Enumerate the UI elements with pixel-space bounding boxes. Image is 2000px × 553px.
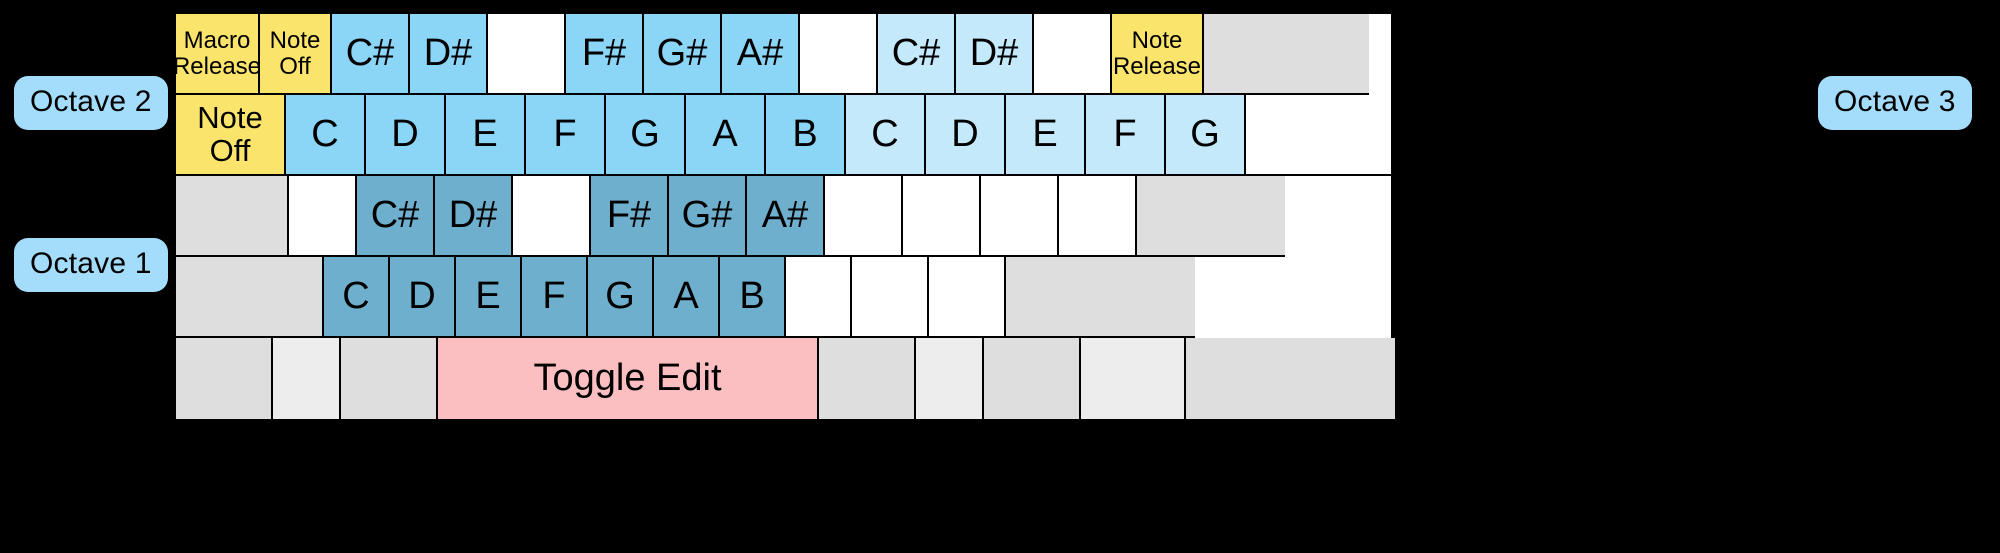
key-octave2-naturals-row-f-11[interactable]: F	[1086, 95, 1166, 176]
key-octave2-sharps-row-blank-11[interactable]	[1034, 14, 1112, 95]
key-octave2-sharps-row-d-sharp-3[interactable]: D#	[410, 14, 488, 95]
key-octave1-naturals-row-blank-9[interactable]	[852, 257, 929, 338]
key-octave1-sharps-row-blank-11[interactable]	[1059, 176, 1137, 257]
key-bottom-row-blank-2	[341, 338, 438, 419]
key-octave2-sharps-row-g-sharp-6[interactable]: G#	[644, 14, 722, 95]
key-bottom-row-toggle-edit-3[interactable]: Toggle Edit	[438, 338, 819, 419]
key-bottom-row-blank-7	[1081, 338, 1186, 419]
key-bottom-row-blank-4	[819, 338, 916, 419]
key-octave1-naturals-row-blank-11	[1006, 257, 1195, 338]
key-octave2-naturals-row-c-1[interactable]: C	[286, 95, 366, 176]
key-octave2-naturals-row-g-12[interactable]: G	[1166, 95, 1246, 176]
key-octave1-naturals-row-c-1[interactable]: C	[324, 257, 390, 338]
key-bottom-row-blank-1	[273, 338, 341, 419]
key-octave1-naturals-row-b-7[interactable]: B	[720, 257, 786, 338]
key-octave1-naturals-row-d-2[interactable]: D	[390, 257, 456, 338]
key-bottom-row-blank-6	[984, 338, 1081, 419]
key-octave1-sharps-row-blank-4[interactable]	[513, 176, 591, 257]
key-octave1-sharps-row-f-sharp-5[interactable]: F#	[591, 176, 669, 257]
key-octave2-sharps-row-c-sharp-2[interactable]: C#	[332, 14, 410, 95]
key-octave2-naturals-row-e-3[interactable]: E	[446, 95, 526, 176]
key-octave1-sharps-row-a-sharp-7[interactable]: A#	[747, 176, 825, 257]
octave-3-label: Octave 3	[1818, 76, 1972, 130]
key-octave2-naturals-row-a-6[interactable]: A	[686, 95, 766, 176]
key-octave1-sharps-row-blank-10[interactable]	[981, 176, 1059, 257]
key-octave2-naturals-row-blank-13[interactable]	[1246, 95, 1391, 176]
key-bottom-row-blank-0	[176, 338, 273, 419]
key-octave2-naturals-row-f-4[interactable]: F	[526, 95, 606, 176]
key-octave2-naturals-row-c-8[interactable]: C	[846, 95, 926, 176]
key-octave1-sharps-row-d-sharp-3[interactable]: D#	[435, 176, 513, 257]
key-octave2-naturals-row-g-5[interactable]: G	[606, 95, 686, 176]
key-octave1-sharps-row-blank-0	[176, 176, 289, 257]
key-octave1-sharps-row-g-sharp-6[interactable]: G#	[669, 176, 747, 257]
key-octave1-naturals-row-blank-0	[176, 257, 324, 338]
key-octave2-sharps-row-c-sharp-9[interactable]: C#	[878, 14, 956, 95]
octave-2-label: Octave 2	[14, 76, 168, 130]
key-octave1-naturals-row-blank-8[interactable]	[786, 257, 852, 338]
key-octave1-naturals-row-a-6[interactable]: A	[654, 257, 720, 338]
key-octave1-naturals-row-f-4[interactable]: F	[522, 257, 588, 338]
key-octave1-sharps-row-blank-1[interactable]	[289, 176, 357, 257]
key-octave1-sharps-row-blank-12	[1137, 176, 1285, 257]
key-octave1-naturals-row-blank-10[interactable]	[929, 257, 1006, 338]
key-octave1-naturals-row-g-5[interactable]: G	[588, 257, 654, 338]
key-octave2-naturals-row-b-7[interactable]: B	[766, 95, 846, 176]
octave-1-label: Octave 1	[14, 238, 168, 292]
key-octave2-naturals-row-d-2[interactable]: D	[366, 95, 446, 176]
key-octave2-sharps-row-blank-8[interactable]	[800, 14, 878, 95]
key-octave1-sharps-row-blank-8[interactable]	[825, 176, 903, 257]
bottom-row: Toggle Edit	[176, 338, 1395, 419]
key-octave2-naturals-row-e-10[interactable]: E	[1006, 95, 1086, 176]
key-octave2-sharps-row-f-sharp-5[interactable]: F#	[566, 14, 644, 95]
key-octave1-sharps-row-c-sharp-2[interactable]: C#	[357, 176, 435, 257]
key-octave2-sharps-row-blank-4[interactable]	[488, 14, 566, 95]
key-octave1-naturals-row-e-3[interactable]: E	[456, 257, 522, 338]
key-octave2-naturals-row-d-9[interactable]: D	[926, 95, 1006, 176]
key-octave1-sharps-row-blank-9[interactable]	[903, 176, 981, 257]
key-octave2-sharps-row-blank-13	[1204, 14, 1369, 95]
key-octave2-sharps-row-d-sharp-10[interactable]: D#	[956, 14, 1034, 95]
key-bottom-row-blank-5	[916, 338, 984, 419]
key-octave2-sharps-row-a-sharp-7[interactable]: A#	[722, 14, 800, 95]
key-bottom-row-blank-8	[1186, 338, 1395, 419]
octave1-sharps-row: C#D# F#G#A#	[176, 176, 1391, 257]
